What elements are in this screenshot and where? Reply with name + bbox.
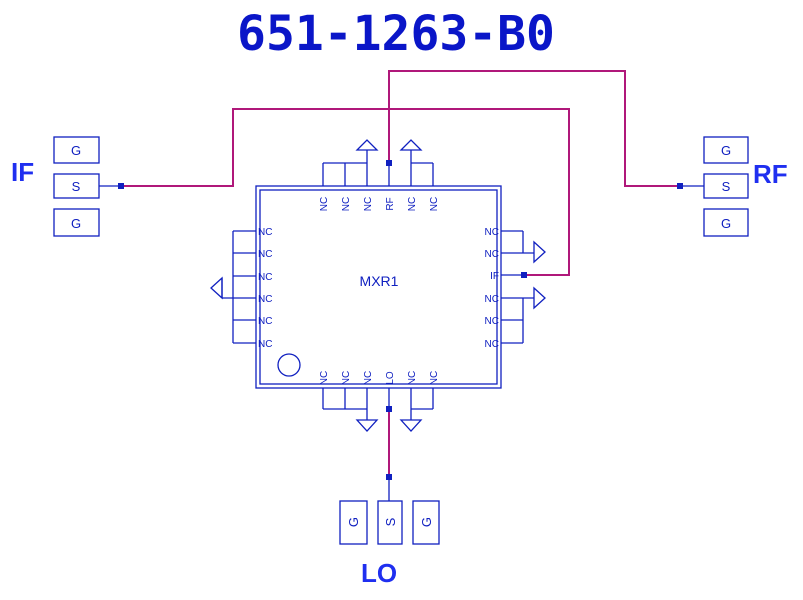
bottom-pin-label: NC <box>341 371 352 385</box>
ground-arrow-right-upper-icon <box>533 240 546 264</box>
port-lo-label: LO <box>361 558 397 588</box>
ground-arrow-bottom-left-icon <box>355 419 379 432</box>
bottom-pin-label: NC <box>407 371 418 385</box>
port-lo-pad-ground-left[interactable] <box>339 500 368 545</box>
component-body-outer <box>255 185 502 389</box>
right-pin-label: NC <box>485 227 499 238</box>
port-lo-pad-label: G <box>419 517 434 527</box>
port-if-pad-label: S <box>72 179 81 194</box>
ground-arrow-left-icon <box>210 276 223 300</box>
bottom-pin-label: NC <box>363 371 374 385</box>
port-rf-pad-ground-bottom[interactable] <box>703 208 749 237</box>
top-pin-network <box>322 139 434 186</box>
junction-dot-if-pin <box>521 272 527 278</box>
ground-arrow-top-left-icon <box>355 139 379 151</box>
port-if[interactable]: IF G S G <box>11 136 121 237</box>
component-ref-label: MXR1 <box>360 273 399 289</box>
component-body-inner <box>259 189 498 385</box>
top-pin-label: NC <box>429 197 440 211</box>
port-rf-pad-label: G <box>721 143 731 158</box>
junction-dots <box>118 160 683 480</box>
bottom-pin-label: NC <box>429 371 440 385</box>
schematic-title: 651-1263-B0 <box>237 6 555 62</box>
ground-arrow-bottom-right-icon <box>399 419 423 432</box>
top-pin-label: NC <box>407 197 418 211</box>
bottom-pin-label: NC <box>319 371 330 385</box>
bottom-pin-label-lo: LO <box>385 371 396 385</box>
top-pin-label: NC <box>363 197 374 211</box>
top-pin-label: NC <box>341 197 352 211</box>
top-pin-label: NC <box>319 197 330 211</box>
bottom-pin-labels: NC NC NC LO NC NC <box>319 371 440 385</box>
right-pin-label: NC <box>485 294 499 305</box>
port-lo-pad-label: G <box>346 517 361 527</box>
port-lo-pad-signal[interactable] <box>377 500 403 545</box>
port-rf-pad-ground-top[interactable] <box>703 136 749 164</box>
port-if-pad-ground-bottom[interactable] <box>53 208 100 237</box>
port-rf-label: RF <box>753 159 788 189</box>
port-rf-pad-label: S <box>722 179 731 194</box>
port-if-pad-label: G <box>71 216 81 231</box>
mixer-component[interactable]: MXR1 <box>255 185 502 389</box>
wire-rf <box>388 70 680 187</box>
right-pin-label: NC <box>485 316 499 327</box>
left-pin-label: NC <box>258 339 272 350</box>
port-lo[interactable]: G S G LO <box>339 477 440 588</box>
left-pin-labels: NC NC NC NC NC NC <box>258 227 272 350</box>
left-pin-label: NC <box>258 316 272 327</box>
port-lo-pad-ground-right[interactable] <box>412 500 440 545</box>
right-pin-network <box>501 230 546 344</box>
junction-dot-rf-pin <box>386 160 392 166</box>
port-rf[interactable]: RF G S G <box>680 136 788 237</box>
ground-arrow-top-right-icon <box>399 139 423 151</box>
right-pin-labels: NC NC IF NC NC NC <box>485 227 499 350</box>
left-pin-network <box>210 230 256 344</box>
top-pin-label-rf: RF <box>385 197 396 210</box>
right-pin-label: NC <box>485 249 499 260</box>
left-pin-label: NC <box>258 249 272 260</box>
port-rf-pad-label: G <box>721 216 731 231</box>
left-pin-label: NC <box>258 227 272 238</box>
wire-if <box>121 108 570 276</box>
left-pin-label: NC <box>258 294 272 305</box>
ground-arrow-right-lower-icon <box>533 286 546 310</box>
junction-dot-lo-pin <box>386 406 392 412</box>
port-if-pad-ground-top[interactable] <box>53 136 100 164</box>
top-pin-labels: NC NC NC RF NC NC <box>319 197 440 211</box>
right-pin-label: NC <box>485 339 499 350</box>
port-lo-pad-label: S <box>383 517 398 526</box>
port-if-label: IF <box>11 157 34 187</box>
bottom-pin-network <box>322 388 434 432</box>
net-wires <box>121 70 680 477</box>
left-pin-label: NC <box>258 272 272 283</box>
port-if-pad-label: G <box>71 143 81 158</box>
pin1-marker-icon <box>277 353 301 377</box>
right-pin-label-if: IF <box>490 271 499 282</box>
